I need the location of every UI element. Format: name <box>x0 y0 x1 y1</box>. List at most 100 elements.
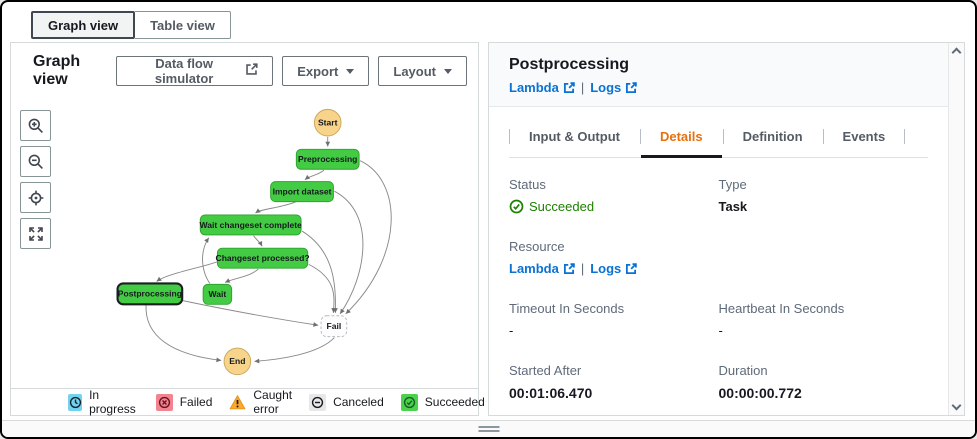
fit-to-screen-button[interactable] <box>20 218 51 249</box>
started-after-value: 00:01:06.470 <box>509 385 593 401</box>
details-grid: Status Succeeded Type Task Resou <box>489 158 948 415</box>
node-end[interactable]: End <box>223 347 252 376</box>
tab-input-output[interactable]: Input & Output <box>509 117 640 157</box>
resize-handle[interactable] <box>478 426 499 434</box>
split-panel-resize-bar <box>2 420 975 437</box>
timeout-label: Timeout In Seconds <box>509 301 625 316</box>
svg-text:Start: Start <box>318 118 338 128</box>
center-graph-button[interactable] <box>20 182 51 213</box>
legend-canceled: Canceled <box>309 393 384 411</box>
svg-text:Changeset processed?: Changeset processed? <box>216 253 310 263</box>
graph-panel-header: Graph view Data flow simulator Export <box>11 43 478 97</box>
legend-succeeded: Succeeded <box>400 393 485 411</box>
svg-text:Import dataset: Import dataset <box>273 186 332 196</box>
failed-x-icon <box>155 393 173 411</box>
lambda-link-label: Lambda <box>509 80 559 95</box>
svg-text:End: End <box>229 356 245 366</box>
detail-panel: Postprocessing Lambda | Logs <box>488 42 965 416</box>
timeout-value: - <box>509 323 514 338</box>
field-resource: Resource Lambda | Logs <box>509 239 719 276</box>
graph-edges <box>145 136 392 364</box>
detail-header: Postprocessing Lambda | Logs <box>489 43 948 107</box>
scroll-up-icon[interactable] <box>951 47 962 58</box>
lambda-link[interactable]: Lambda <box>509 80 575 95</box>
external-link-icon <box>626 262 638 274</box>
graph-canvas[interactable]: Start Preprocessing Import dataset Wait … <box>11 97 478 388</box>
node-changeset-processed[interactable]: Changeset processed? <box>216 247 310 269</box>
succeeded-check-icon <box>400 393 418 411</box>
node-fail[interactable]: Fail <box>320 315 348 338</box>
field-started-after: Started After 00:01:06.470 <box>509 363 719 401</box>
field-timeout: Timeout In Seconds - <box>509 301 719 338</box>
legend-label: In progress <box>89 388 136 416</box>
tab-events[interactable]: Events <box>822 117 906 157</box>
node-import-dataset[interactable]: Import dataset <box>270 181 334 203</box>
resource-logs-label: Logs <box>590 261 622 276</box>
type-label: Type <box>718 177 747 192</box>
node-wait[interactable]: Wait <box>202 283 233 305</box>
data-flow-simulator-label: Data flow simulator <box>154 56 214 86</box>
node-postprocessing-selected[interactable]: Postprocessing <box>116 282 184 306</box>
svg-text:Wait changeset complete: Wait changeset complete <box>200 220 303 230</box>
tab-details[interactable]: Details <box>639 117 723 158</box>
external-link-icon <box>563 262 575 274</box>
logs-link[interactable]: Logs <box>590 80 638 95</box>
legend-caught-error: Caught error <box>229 388 292 416</box>
workflow-graph: Start Preprocessing Import dataset Wait … <box>116 108 392 376</box>
svg-text:Postprocessing: Postprocessing <box>118 289 182 299</box>
status-legend: In progress Failed <box>11 388 485 416</box>
active-tab-underline <box>640 155 722 158</box>
tab-graph-view[interactable]: Graph view <box>31 11 136 39</box>
main-split: Graph view Data flow simulator Export <box>10 42 965 416</box>
node-start[interactable]: Start <box>313 108 342 137</box>
scroll-down-icon[interactable] <box>951 400 962 411</box>
legend-label: Succeeded <box>424 395 485 409</box>
detail-tabs: Input & Output Details Definition Events <box>509 117 928 158</box>
logs-link-label: Logs <box>590 80 622 95</box>
legend-label: Caught error <box>253 388 293 416</box>
graph-panel-buttons: Data flow simulator Export Layout <box>116 56 467 86</box>
link-separator: | <box>580 261 585 276</box>
zoom-in-button[interactable] <box>20 110 51 141</box>
duration-value: 00:00:00.772 <box>718 385 802 401</box>
legend-label: Canceled <box>333 395 384 409</box>
resource-lambda-label: Lambda <box>509 261 559 276</box>
tab-definition[interactable]: Definition <box>722 117 823 157</box>
status-label: Status <box>509 177 546 192</box>
resource-lambda-link[interactable]: Lambda <box>509 261 575 276</box>
export-label: Export <box>297 63 339 79</box>
heartbeat-value: - <box>718 323 723 338</box>
link-separator: | <box>580 80 585 95</box>
svg-text:Wait: Wait <box>209 289 227 299</box>
in-progress-clock-icon <box>68 393 83 411</box>
node-wait-changeset-complete[interactable]: Wait changeset complete <box>200 214 303 236</box>
resource-logs-link[interactable]: Logs <box>590 261 638 276</box>
field-empty <box>719 239 929 276</box>
layout-button[interactable]: Layout <box>378 56 467 86</box>
zoom-out-button[interactable] <box>20 146 51 177</box>
canceled-minus-icon <box>309 393 327 411</box>
selected-state-title: Postprocessing <box>509 56 630 73</box>
panel-scrollbar[interactable] <box>948 43 964 415</box>
svg-text:Fail: Fail <box>327 321 342 331</box>
data-flow-simulator-button[interactable]: Data flow simulator <box>116 56 274 86</box>
chevron-down-icon <box>444 68 452 74</box>
tab-table-view[interactable]: Table view <box>135 11 231 39</box>
detail-panel-content: Postprocessing Lambda | Logs <box>489 43 948 415</box>
started-after-label: Started After <box>509 363 582 378</box>
chevron-down-icon <box>346 68 355 74</box>
node-preprocessing[interactable]: Preprocessing <box>295 148 360 170</box>
field-heartbeat: Heartbeat In Seconds - <box>719 301 929 338</box>
legend-in-progress: In progress <box>68 388 139 416</box>
resource-links: Lambda | Logs <box>509 261 719 276</box>
view-switcher: Graph view Table view <box>31 11 231 39</box>
caught-error-warning-icon <box>229 394 246 411</box>
external-link-icon <box>626 81 638 93</box>
duration-label: Duration <box>718 363 768 378</box>
legend-failed: Failed <box>155 393 213 411</box>
svg-text:Preprocessing: Preprocessing <box>298 154 357 164</box>
external-link-icon <box>245 63 258 79</box>
legend-label: Failed <box>179 395 213 409</box>
export-button[interactable]: Export <box>282 56 370 86</box>
graph-panel: Graph view Data flow simulator Export <box>10 42 485 416</box>
